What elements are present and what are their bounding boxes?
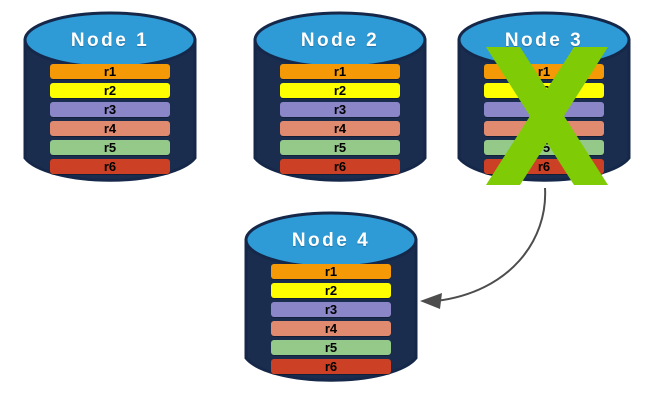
data-row: r1 [50, 64, 170, 79]
arrow-head-icon [420, 293, 442, 309]
data-row: r5 [280, 140, 400, 155]
data-row: r3 [280, 102, 400, 117]
data-row: r3 [50, 102, 170, 117]
data-row: r2 [280, 83, 400, 98]
data-row: r4 [50, 121, 170, 136]
data-row: r6 [50, 159, 170, 174]
node-1-rows: r1 r2 r3 r4 r5 r6 [50, 64, 170, 174]
data-row: r2 [271, 283, 391, 298]
node-4-rows: r1 r2 r3 r4 r5 r6 [271, 264, 391, 374]
data-row: r5 [271, 340, 391, 355]
data-row: r4 [280, 121, 400, 136]
node-2-rows: r1 r2 r3 r4 r5 r6 [280, 64, 400, 174]
data-row: r2 [50, 83, 170, 98]
data-row: r6 [280, 159, 400, 174]
data-row: r1 [280, 64, 400, 79]
data-row: r5 [50, 140, 170, 155]
data-row: r3 [271, 302, 391, 317]
data-row: r4 [271, 321, 391, 336]
data-row: r6 [271, 359, 391, 374]
data-row: r1 [271, 264, 391, 279]
